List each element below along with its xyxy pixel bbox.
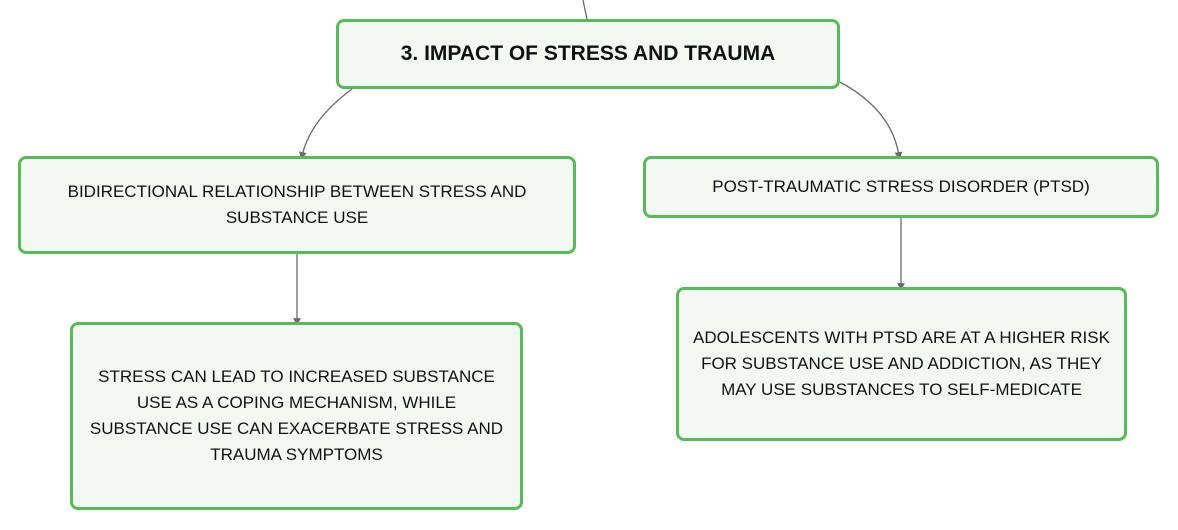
root-node[interactable]: 3. Impact of stress and trauma	[336, 19, 840, 89]
connector-incoming-root	[582, 0, 588, 20]
node-ptsd-self-medicate-label: Adolescents with PTSD are at a higher ri…	[693, 328, 1110, 399]
root-node-label: 3. Impact of stress and trauma	[400, 42, 776, 65]
node-stress-coping-mechanism[interactable]: Stress can lead to increased substance u…	[70, 322, 523, 510]
connector-root-to-right-branch	[839, 81, 903, 160]
node-ptsd[interactable]: Post-traumatic stress disorder (PTSD)	[643, 156, 1159, 218]
connector-root-to-left-branch	[299, 88, 353, 160]
node-ptsd-label: Post-traumatic stress disorder (PTSD)	[712, 177, 1090, 196]
node-bidirectional-relationship-label: Bidirectional relationship between stres…	[67, 182, 527, 227]
node-bidirectional-relationship[interactable]: Bidirectional relationship between stres…	[18, 156, 576, 254]
node-stress-coping-mechanism-label: Stress can lead to increased substance u…	[89, 367, 504, 464]
node-ptsd-self-medicate[interactable]: Adolescents with PTSD are at a higher ri…	[676, 287, 1127, 441]
